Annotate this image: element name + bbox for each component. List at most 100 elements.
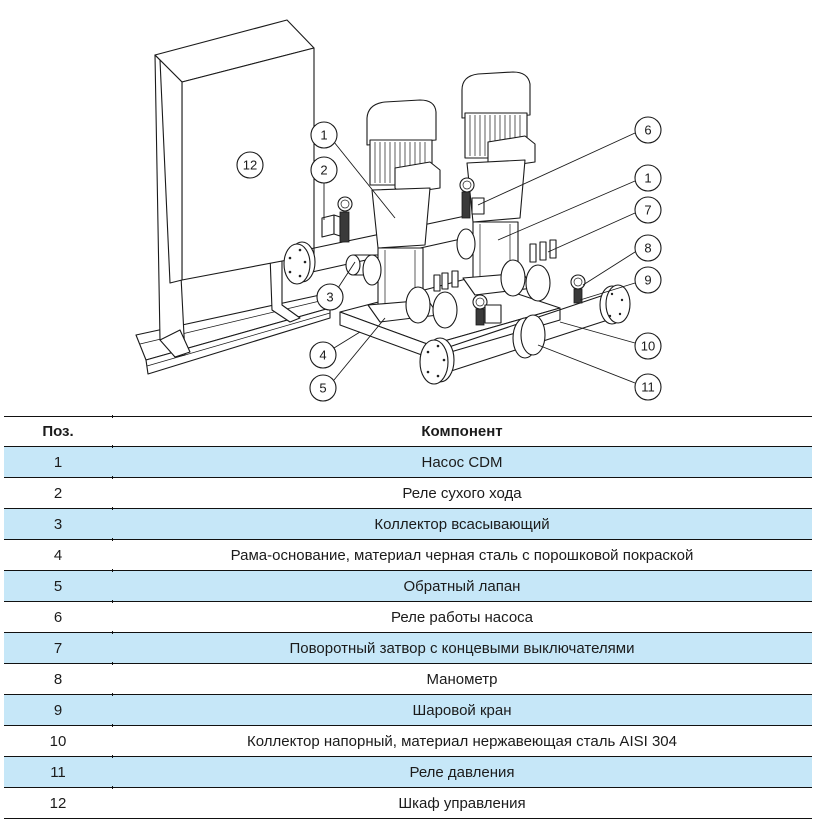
callout-3: 3 [316,283,344,311]
table-row: 4 Рама-основание, материал черная сталь … [4,538,812,571]
row-component: Обратный лапан [112,569,812,602]
row-component: Насос CDM [112,445,812,478]
row-component: Рама-основание, материал черная сталь с … [112,538,812,571]
column-tick [112,786,113,789]
callout-5: 5 [309,374,337,402]
pump-cdm-left [362,99,441,324]
table-row: 11 Реле давления [4,755,812,788]
pump-operation-relay [459,177,485,219]
cabinet-base-edge [145,307,331,375]
suction-manifold [283,214,471,285]
table-row: 2 Реле сухого хода [4,476,812,509]
row-component-label: Рама-основание, материал черная сталь с … [230,546,694,564]
row-position: 7 [4,632,112,664]
column-tick [112,445,113,448]
table-row: 7 Поворотный затвор с концевыми выключат… [4,631,812,664]
row-position: 11 [4,756,112,788]
column-tick [112,538,113,541]
callout-4: 4 [309,341,337,369]
components-table: Поз. Компонент 1 Насос CDM 2 Реле сухого… [4,415,812,819]
column-tick [112,476,113,479]
row-position: 5 [4,570,112,602]
row-component-label: Реле сухого хода [402,484,522,502]
table-row: 1 Насос CDM [4,445,812,478]
callout-12: 12 [236,151,264,179]
column-tick [112,631,113,634]
callout-8: 8 [634,234,662,262]
callout-label: 4 [319,348,326,363]
header-component-label: Компонент [421,423,503,440]
column-tick [112,569,113,572]
row-component-label: Поворотный затвор с концевыми выключател… [289,639,635,657]
row-component: Шкаф управления [112,786,812,819]
callout-6: 6 [634,116,662,144]
row-component-label: Коллектор всасывающий [374,515,550,533]
callout-label: 6 [644,123,651,138]
row-position: 10 [4,725,112,757]
row-position: 3 [4,508,112,540]
table-header-row: Поз. Компонент [4,415,812,447]
dry-run-relay [321,196,353,243]
table-row: 9 Шаровой кран [4,693,812,726]
callout-label: 12 [243,158,257,173]
butterfly-valve [432,239,557,329]
row-component: Реле сухого хода [112,476,812,509]
column-tick [112,662,113,665]
column-tick [112,507,113,510]
column-tick [112,600,113,603]
row-component-label: Коллектор напорный, материал нержавеющая… [247,732,677,750]
callout-label: 5 [319,381,326,396]
column-tick [112,724,113,727]
leader-lines [323,132,636,384]
row-component-label: Реле работы насоса [390,608,534,626]
callout-label: 7 [644,203,651,218]
diagram-canvas: 12 1 2 3 4 5 6 1 7 8 9 10 [135,19,662,402]
row-position: 6 [4,601,112,633]
callout-2: 2 [310,156,338,184]
table-row: 6 Реле работы насоса [4,600,812,633]
row-position: 8 [4,663,112,695]
control-cabinet [135,19,331,375]
callout-label: 1 [320,128,327,143]
table-row: 8 Манометр [4,662,812,695]
column-tick [112,415,113,418]
row-component: Шаровой кран [112,693,812,726]
callout-label: 2 [320,163,327,178]
row-component: Поворотный затвор с концевыми выключател… [112,631,812,664]
row-component-label: Насос CDM [421,453,503,471]
row-component: Реле давления [112,755,812,788]
row-component-label: Шаровой кран [412,701,512,719]
table-row: 3 Коллектор всасывающий [4,507,812,540]
table-row: 12 Шкаф управления [4,786,812,819]
callout-9: 9 [634,266,662,294]
row-component-label: Реле давления [409,763,515,781]
callout-7: 7 [634,196,662,224]
table-row: 10 Коллектор напорный, материал нержавею… [4,724,812,757]
callout-1-left: 1 [310,121,338,149]
callout-label: 9 [644,273,651,288]
callout-1-right: 1 [634,164,662,192]
pressure-gauge [472,274,586,326]
row-component: Реле работы насоса [112,600,812,633]
callout-10: 10 [634,332,662,360]
callout-label: 8 [644,241,651,256]
row-position: 2 [4,477,112,509]
pump-station-diagram: 12 1 2 3 4 5 6 1 7 8 9 10 [0,0,818,410]
row-component: Коллектор всасывающий [112,507,812,540]
row-position: 9 [4,694,112,726]
row-component-label: Обратный лапан [403,577,521,595]
header-component: Компонент [112,415,812,447]
row-component-label: Шкаф управления [398,794,526,812]
column-tick [112,693,113,696]
row-position: 1 [4,446,112,478]
column-tick [112,755,113,758]
pump-cdm-right [456,71,536,297]
callout-11: 11 [634,373,662,401]
row-component: Манометр [112,662,812,695]
callout-label: 3 [326,290,333,305]
row-position: 12 [4,787,112,819]
callout-label: 10 [641,339,655,354]
row-component: Коллектор напорный, материал нержавеющая… [112,724,812,757]
callout-label: 11 [641,380,655,395]
callout-label: 1 [644,171,651,186]
